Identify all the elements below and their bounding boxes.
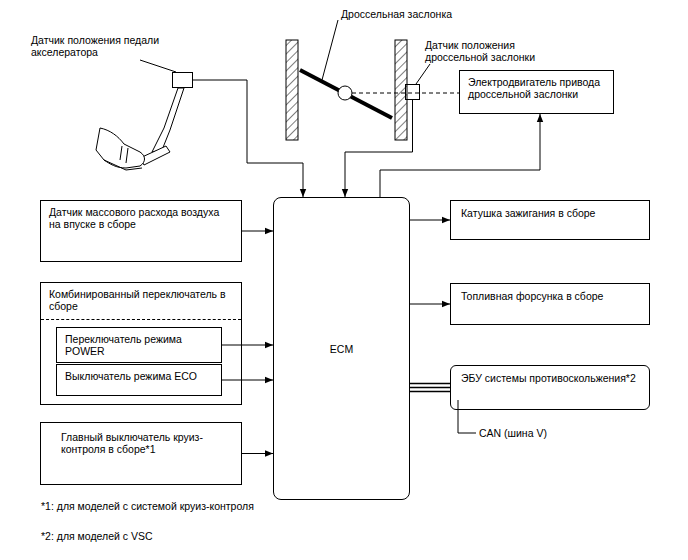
connector-line [410,383,450,385]
signal-arrow [242,231,273,232]
connector-line [222,380,273,381]
footnote: *1: для моделей с системой круиз-контрол… [40,500,255,512]
shoe-sole [104,160,142,170]
connector-line [410,220,450,221]
switch-box: Переключатель режима POWER [56,327,222,363]
node-text: Топливная форсунка в сборе [451,284,649,308]
signal-arrow [222,345,273,346]
signal-arrow [193,80,303,197]
node-text: ЭБУ системы противоскольжения*2 [451,366,649,390]
connector-line [410,387,450,389]
sensor-assembly-box: Датчик массового расхода воздуха на впус… [40,200,242,262]
signal-arrow [222,380,273,381]
ecu-box: ЭБУ системы противоскольжения*2 [450,365,650,410]
output-box: Катушка зажигания в сборе [450,200,650,240]
throttle-shaft [338,86,352,100]
leader-line [458,400,476,433]
part-name: Дроссельная заслонка [340,8,453,20]
connector-line [242,231,273,232]
leader-line [322,20,338,80]
throttle-wall [286,40,298,140]
node-text: Катушка зажигания в сборе [451,201,649,225]
sensor-box: Датчик положения дроссельной заслонки [405,84,420,100]
node-text: Датчик положения педали акселератора [31,34,166,58]
divider-line [41,319,241,320]
connector-line [193,80,303,197]
shoe [96,128,145,168]
connector-line [242,453,273,454]
shoe-line [120,146,122,160]
throttle-plate [300,70,392,118]
footnote: *2: для моделей с VSC [40,530,154,542]
actuator-box: Электродвигатель привода дроссельной зас… [459,70,614,114]
switch-box: Выключатель режима ECO [56,364,222,396]
sensor-box: Датчик положения педали акселератора [172,72,193,88]
node-text: Комбинированный переключатель в сборе [41,283,241,317]
node-text: ECM [330,343,353,355]
switch-box: Главный выключатель круиз-контроля в сбо… [40,422,242,485]
node-text: Выключатель режима ECO [57,365,221,387]
output-box: Топливная форсунка в сборе [450,283,650,325]
signal-arrow [410,220,450,221]
ecu-box: ECM [273,197,410,500]
leader-line [416,64,430,84]
connector-line [345,100,413,197]
signal-name: CAN (шина V) [478,427,548,439]
bus-line [410,384,450,392]
node-text: Датчик массового расхода воздуха на впус… [41,201,241,235]
leader-line [140,60,176,72]
signal-arrow [242,453,273,454]
node-text: Переключатель режима POWER [57,328,221,362]
signal-arrow [410,304,450,305]
node-text: Электродвигатель привода дроссельной зас… [460,71,613,105]
shoe-line [126,148,128,163]
switch-assembly-box: Комбинированный переключатель в сбореПер… [40,282,242,405]
connector-line [410,304,450,305]
signal-arrow [345,100,413,197]
pedal-arm [152,88,184,152]
pedal-pad [140,146,170,165]
node-text: Датчик положения дроссельной заслонки [425,39,575,63]
node-text: Главный выключатель круиз-контроля в сбо… [41,423,241,463]
signal-arrow [380,114,540,197]
connector-line [410,391,450,393]
connector-line [222,345,273,346]
connector-line [380,114,540,197]
